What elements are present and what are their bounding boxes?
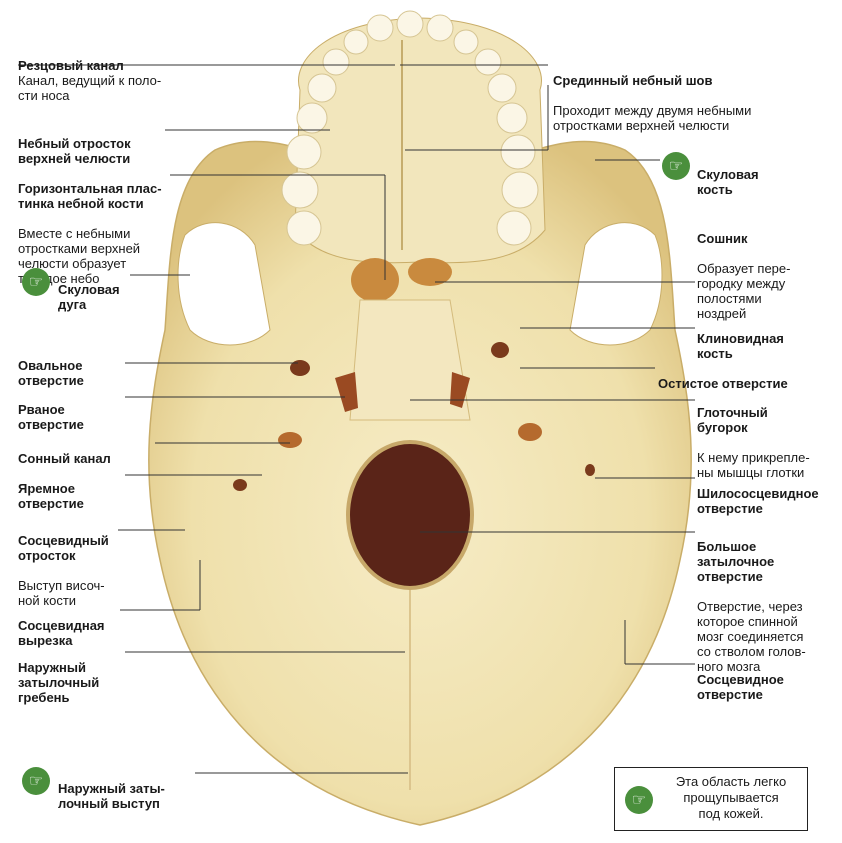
right-foramen-ovale bbox=[491, 342, 509, 358]
label-title: Скуловая дуга bbox=[58, 282, 120, 312]
left-zygomatic-opening bbox=[177, 222, 271, 346]
label-title: Скуловая кость bbox=[697, 167, 759, 197]
left-jugular bbox=[233, 479, 247, 491]
label-title: Сонный канал bbox=[18, 451, 111, 466]
hand-pointing-icon: ☞ bbox=[662, 152, 690, 180]
label-carotid-canal: Сонный канал bbox=[18, 436, 158, 481]
left-choana bbox=[351, 258, 399, 302]
label-desc: К нему прикрепле- ны мышцы глотки bbox=[697, 450, 810, 480]
label-sphenoid: Клиновидная кость bbox=[697, 316, 827, 376]
label-mastoid-process: Сосцевидный отросток Выступ височ- ной к… bbox=[18, 518, 138, 623]
label-stylomastoid-foramen: Шилососцевидное отверстие bbox=[697, 471, 837, 531]
label-title: Сосцевидная вырезка bbox=[18, 618, 105, 648]
label-title: Овальное отверстие bbox=[18, 358, 84, 388]
left-foramen-lacerum bbox=[335, 372, 358, 412]
stylomastoid-foramen-shape bbox=[585, 464, 595, 476]
label-title: Остистое отверстие bbox=[658, 376, 788, 391]
label-jugular-foramen: Яремное отверстие bbox=[18, 466, 128, 526]
label-palatine-process: Небный отросток верхней челюсти bbox=[18, 121, 178, 181]
label-title: Наружный затылочный гребень bbox=[18, 660, 100, 705]
label-foramen-magnum: Большое затылочное отверстие Отверстие, … bbox=[697, 524, 837, 689]
legend-text: Эта область легко прощупывается под коже… bbox=[675, 774, 787, 821]
label-title: Срединный небный шов bbox=[553, 73, 713, 88]
foramen-magnum-shape bbox=[346, 440, 474, 590]
label-desc: Отверстие, через которое спинной мозг со… bbox=[697, 599, 806, 674]
label-title: Яремное отверстие bbox=[18, 481, 84, 511]
label-title: Большое затылочное отверстие bbox=[697, 539, 775, 584]
left-foramen-ovale bbox=[290, 360, 310, 376]
label-title: Клиновидная кость bbox=[697, 331, 784, 361]
label-ext-occ-crest: Наружный затылочный гребень bbox=[18, 645, 138, 720]
label-desc: Образует пере- городку между полостями н… bbox=[697, 261, 791, 321]
label-mastoid-foramen: Сосцевидное отверстие bbox=[697, 657, 827, 717]
label-title: Наружный заты- лочный выступ bbox=[58, 781, 165, 811]
label-title: Сошник bbox=[697, 231, 748, 246]
label-ext-occ-protuberance: Наружный заты- лочный выступ bbox=[58, 766, 198, 826]
label-pharyngeal-tubercle: Глоточный бугорок К нему прикрепле- ны м… bbox=[697, 390, 837, 495]
label-title: Резцовый канал bbox=[18, 58, 124, 73]
label-title: Сосцевидное отверстие bbox=[697, 672, 784, 702]
label-zygomatic-arch: Скуловая дуга bbox=[58, 267, 138, 327]
teeth bbox=[281, 10, 539, 246]
label-title: Небный отросток верхней челюсти bbox=[18, 136, 131, 166]
label-title: Шилососцевидное отверстие bbox=[697, 486, 819, 516]
label-title: Горизонтальная плас- тинка небной кости bbox=[18, 181, 162, 211]
left-carotid-canal bbox=[278, 432, 302, 448]
label-desc: Выступ височ- ной кости bbox=[18, 578, 105, 608]
label-title: Глоточный бугорок bbox=[697, 405, 768, 435]
label-zygomatic-bone: Скуловая кость bbox=[697, 152, 797, 212]
label-foramen-ovale: Овальное отверстие bbox=[18, 343, 128, 403]
label-desc: Проходит между двумя небными отростками … bbox=[553, 103, 752, 133]
label-foramen-spinosum: Остистое отверстие bbox=[658, 361, 838, 406]
label-title: Рваное отверстие bbox=[18, 402, 84, 432]
palpable-legend: ☞ Эта область легко прощупывается под ко… bbox=[614, 767, 808, 831]
label-incisive-canal: Резцовый канал Канал, ведущий к поло- ст… bbox=[18, 58, 218, 103]
hand-pointing-icon: ☞ bbox=[22, 268, 50, 296]
right-choana bbox=[408, 258, 452, 286]
right-carotid-canal bbox=[518, 423, 542, 441]
label-median-palatine-suture: Срединный небный шов Проходит между двум… bbox=[553, 58, 813, 148]
label-mastoid-notch: Сосцевидная вырезка bbox=[18, 603, 138, 663]
label-vomer: Сошник Образует пере- городку между поло… bbox=[697, 216, 827, 336]
label-foramen-lacerum: Рваное отверстие bbox=[18, 387, 128, 447]
right-zygomatic-opening bbox=[569, 222, 663, 346]
right-foramen-lacerum bbox=[450, 372, 470, 408]
hand-pointing-icon: ☞ bbox=[625, 786, 653, 814]
label-title: Сосцевидный отросток bbox=[18, 533, 109, 563]
label-desc: Канал, ведущий к поло- сти носа bbox=[18, 73, 162, 103]
leader-lines bbox=[18, 64, 695, 774]
hand-pointing-icon: ☞ bbox=[22, 767, 50, 795]
